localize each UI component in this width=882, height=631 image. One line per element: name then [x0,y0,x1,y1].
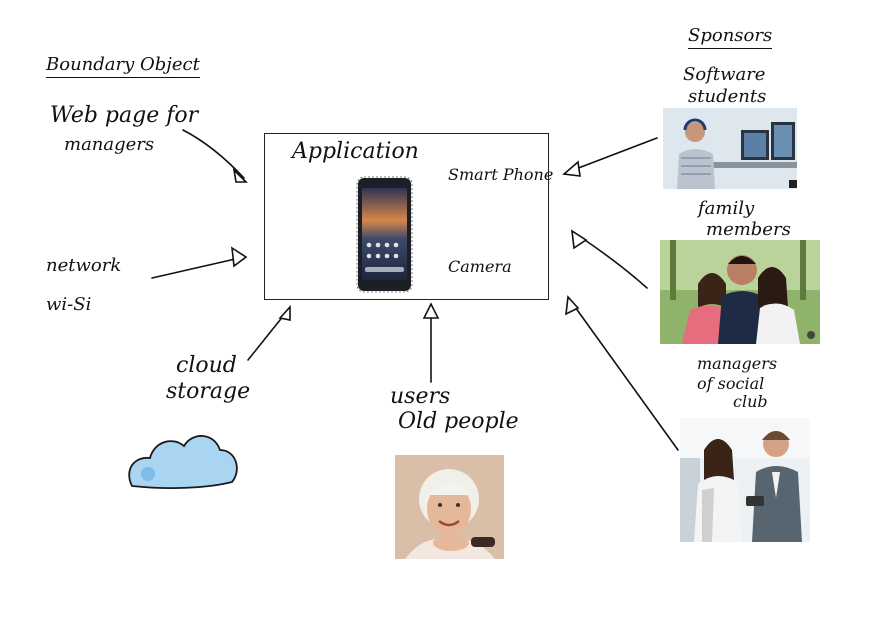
smart-phone-label: Smart Phone [448,165,554,184]
boundary-object-heading: Boundary Object [46,55,200,78]
cloud-label: cloud [176,353,237,378]
photo-old-woman [395,455,504,559]
students-label: students [688,86,767,107]
web-page-label: Web page for [50,103,199,128]
arrow-family [575,233,648,289]
arrow-cloud [247,309,289,361]
managers-label: managers [697,354,778,373]
wifi-label: wi-Si [46,294,92,315]
arrow-network [151,256,245,279]
old-people-label: Old people [398,409,519,434]
sponsors-heading: Sponsors [688,26,773,49]
web-page-managers-label: managers [64,134,155,155]
of-social-label: of social [697,374,765,393]
photo-family [660,240,820,344]
software-label: Software [683,64,766,85]
photo-managers [680,418,810,542]
photo-software-student [663,108,797,189]
arrow-software [567,137,658,173]
family-label: family [698,198,755,219]
users-label: users [390,384,451,409]
camera-label: Camera [448,257,512,276]
arrow-web-page [182,129,245,179]
storage-label: storage [166,379,251,404]
club-label: club [733,392,768,411]
members-label: members [706,219,791,240]
application-box [264,133,549,300]
network-label: network [46,255,122,276]
application-title: Application [292,139,419,164]
